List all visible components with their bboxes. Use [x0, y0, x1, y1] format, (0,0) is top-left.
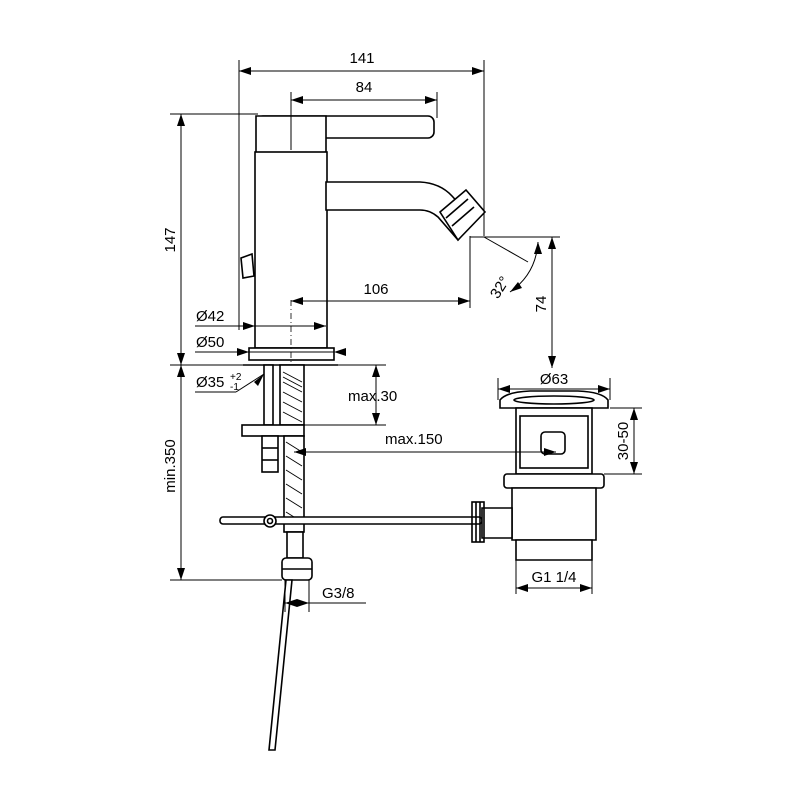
dim-dia-63: Ø63 — [497, 371, 611, 400]
braided-hose — [282, 371, 303, 423]
tolerance-plus: +2 — [230, 372, 242, 383]
dim-g1-14-label: G1 1/4 — [531, 569, 576, 586]
dim-84-label: 84 — [356, 79, 373, 96]
dim-30-50-label: 30-50 — [615, 422, 632, 460]
dim-106: 106 — [291, 236, 471, 308]
dim-g1-14: G1 1/4 — [515, 560, 593, 594]
dim-min-350: min.350 — [162, 364, 282, 581]
dim-max-30-label: max.30 — [348, 388, 397, 405]
mounting-assembly — [241, 364, 313, 751]
dim-dia-42: Ø42 — [195, 308, 326, 334]
dim-dia-42-label: Ø42 — [196, 308, 224, 325]
dim-74: 74 — [470, 236, 560, 368]
dim-dia-50: Ø50 — [195, 334, 346, 356]
dim-dia-35-label: Ø35 — [196, 374, 224, 391]
dim-141-label: 141 — [349, 50, 374, 67]
dim-angle-label: 32° — [487, 273, 513, 301]
dim-147: 147 — [162, 113, 258, 365]
pop-up-rod — [219, 514, 483, 528]
dim-dia-50-label: Ø50 — [196, 334, 224, 351]
dim-141: 141 — [238, 50, 485, 330]
dim-147-label: 147 — [162, 227, 179, 252]
dim-dia-63-label: Ø63 — [540, 371, 568, 388]
pop-up-waste — [471, 390, 609, 561]
faucet-body — [240, 115, 487, 366]
dim-106-label: 106 — [363, 281, 388, 298]
dim-74-label: 74 — [533, 296, 550, 313]
tolerance-minus: -1 — [230, 382, 239, 393]
dim-g38: G3/8 — [284, 580, 366, 612]
dim-30-50: 30-50 — [604, 407, 642, 475]
dim-max-150: max.150 — [294, 431, 556, 456]
dim-dia-35: Ø35 +2 -1 — [195, 372, 265, 393]
dim-angle-32: 32° — [483, 236, 542, 302]
dim-max-30: max.30 — [304, 364, 397, 426]
dim-min-350-label: min.350 — [162, 439, 179, 492]
dim-g38-label: G3/8 — [322, 585, 355, 602]
dim-84: 84 — [290, 79, 438, 150]
dim-max-150-label: max.150 — [385, 431, 443, 448]
